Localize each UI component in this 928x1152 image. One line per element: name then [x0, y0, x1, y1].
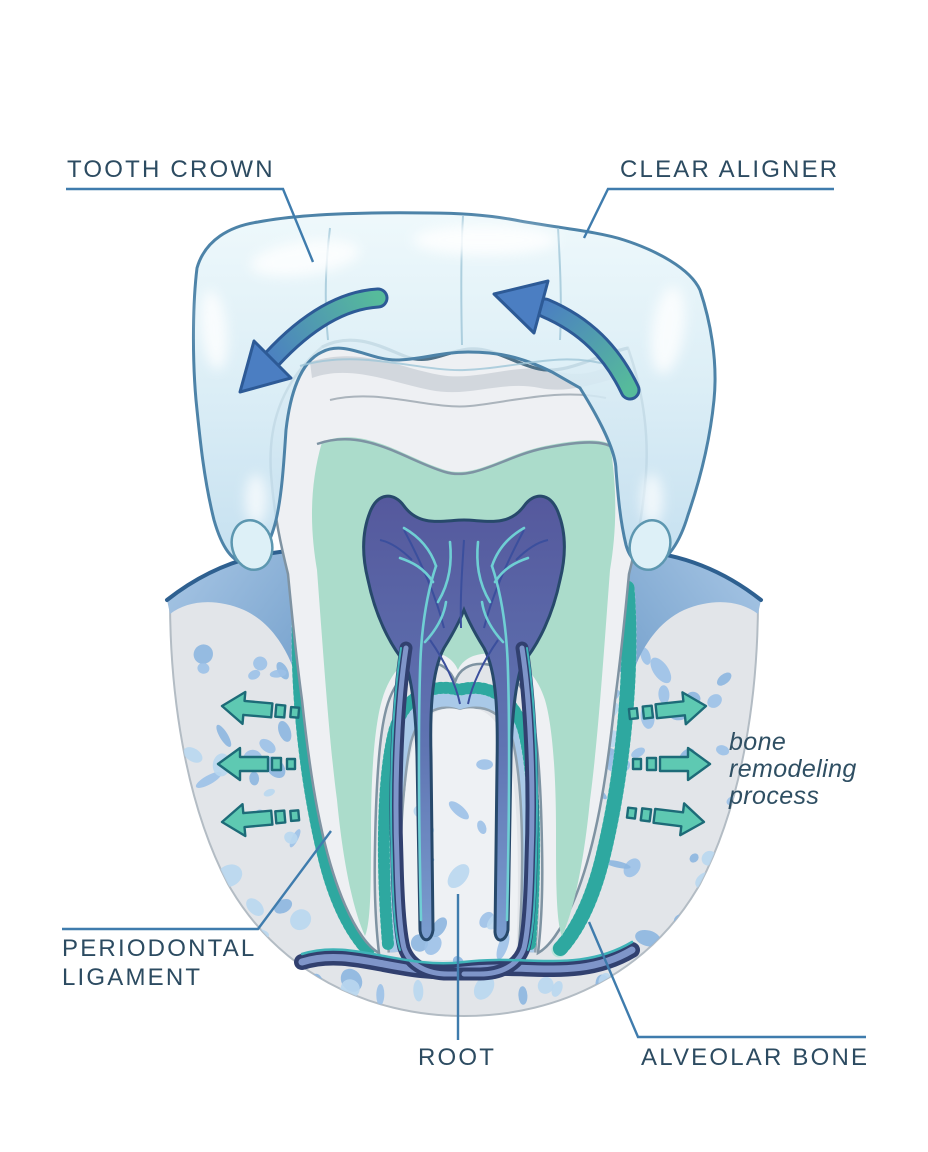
label-periodontal-ligament-line2: LIGAMENT: [62, 964, 203, 991]
label-alveolar-bone: ALVEOLAR BONE: [641, 1043, 869, 1072]
annotation-line1: bone: [729, 728, 787, 756]
label-tooth-crown: TOOTH CROWN: [67, 155, 275, 184]
label-periodontal-ligament-line1: PERIODONTAL: [62, 935, 257, 962]
label-root: ROOT: [418, 1043, 496, 1072]
label-alveolar-bone-text: ALVEOLAR BONE: [641, 1044, 870, 1071]
annotation-bone-remodeling: bone remodeling process: [729, 729, 857, 810]
curved-force-arrow-left-icon: [238, 287, 389, 394]
leader-alveolar-bone: [587, 921, 866, 1039]
occlusal-shadow: [310, 356, 626, 393]
label-clear-aligner: CLEAR ALIGNER: [620, 155, 839, 184]
tooth: [269, 338, 648, 956]
aligner-edge-left-tip: [230, 519, 274, 571]
label-tooth-crown-text: TOOTH CROWN: [67, 156, 275, 183]
leader-clear-aligner: [582, 187, 834, 239]
pulp-nerves: [379, 526, 549, 922]
curved-force-arrow-right-icon: [492, 279, 641, 401]
label-clear-aligner-text: CLEAR ALIGNER: [620, 156, 840, 183]
dentin-boundary-line: [316, 438, 611, 476]
leader-periodontal-ligament: [62, 830, 332, 931]
blood-vessels: [294, 641, 640, 981]
aligner-tooth-separators: [299, 215, 613, 372]
label-periodontal-ligament: PERIODONTAL LIGAMENT: [62, 934, 256, 992]
annotation-line3: process: [729, 782, 820, 810]
leader-tooth-crown: [66, 187, 315, 263]
label-root-text: ROOT: [418, 1044, 497, 1071]
aligner-edge-right-tip: [628, 519, 672, 571]
aligner-highlights: [200, 225, 685, 526]
annotation-line2: remodeling: [729, 755, 857, 783]
clear-aligner: [191, 211, 717, 571]
